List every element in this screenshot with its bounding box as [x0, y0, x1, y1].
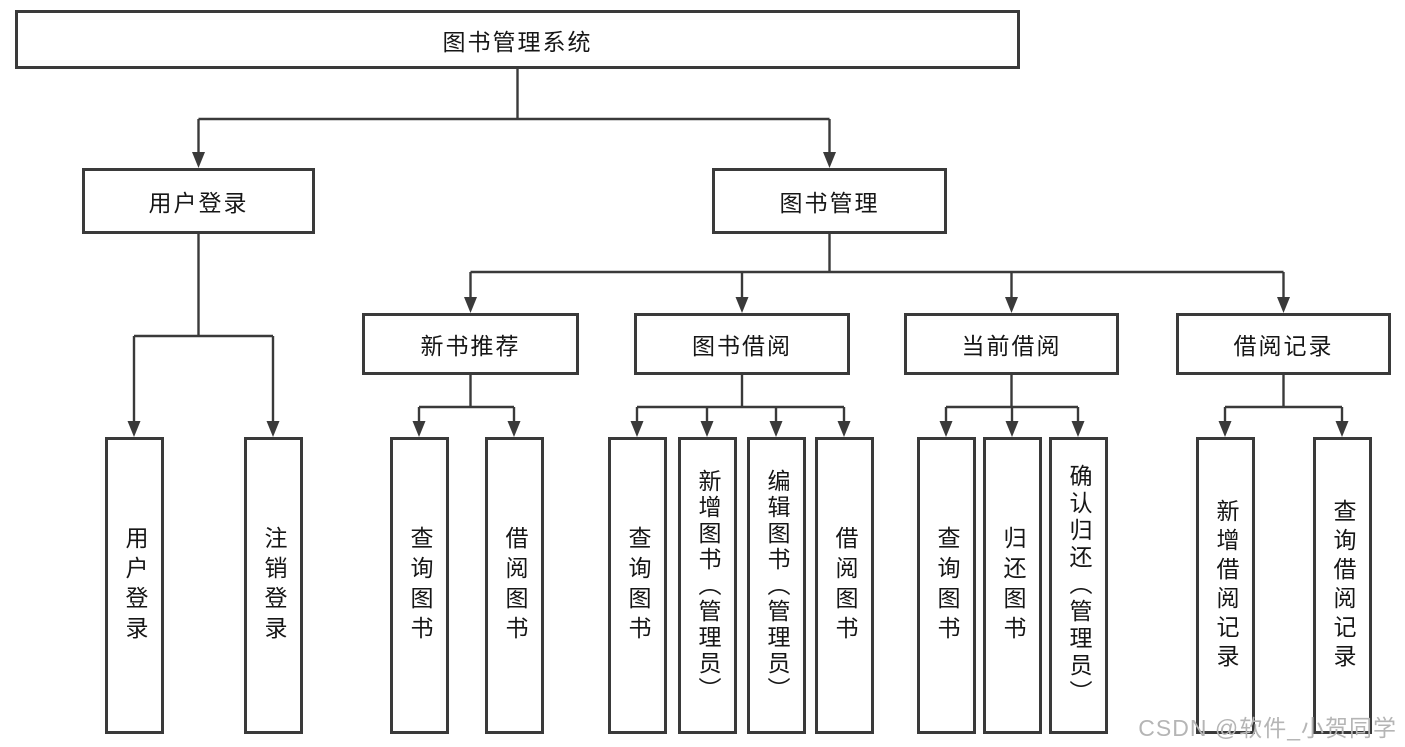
leaf-query-books-current-label: 查询图书	[934, 525, 960, 646]
node-system-root: 图书管理系统	[15, 10, 1020, 69]
node-book-borrow-label: 图书借阅	[692, 333, 792, 359]
leaf-user-login: 用户登录	[105, 437, 164, 734]
leaf-confirm-return-admin: 确认归还（管理员）	[1049, 437, 1108, 734]
leaf-query-books-borrow: 查询图书	[608, 437, 667, 734]
node-new-book-recommend-label: 新书推荐	[420, 333, 521, 359]
leaf-borrow-books-recommend: 借阅图书	[485, 437, 544, 734]
node-current-borrow-label: 当前借阅	[961, 333, 1062, 359]
leaf-query-books-borrow-label: 查询图书	[625, 525, 651, 646]
leaf-logout-label: 注销登录	[261, 525, 287, 646]
node-book-borrow: 图书借阅	[634, 313, 850, 375]
leaf-query-books-recommend-label: 查询图书	[407, 525, 433, 646]
node-new-book-recommend: 新书推荐	[362, 313, 579, 375]
leaf-query-books-current: 查询图书	[917, 437, 976, 734]
leaf-logout: 注销登录	[244, 437, 303, 734]
leaf-confirm-return-admin-label: 确认归还（管理员）	[1066, 464, 1092, 707]
leaf-add-borrow-record-label: 新增借阅记录	[1213, 498, 1239, 673]
leaf-edit-book-admin: 编辑图书（管理员）	[747, 437, 806, 734]
leaf-query-borrow-record: 查询借阅记录	[1313, 437, 1372, 734]
leaf-borrow-book: 借阅图书	[815, 437, 874, 734]
leaf-add-book-admin: 新增图书（管理员）	[678, 437, 737, 734]
node-user-login: 用户登录	[82, 168, 315, 234]
leaf-add-book-admin-label: 新增图书（管理员）	[695, 468, 721, 703]
leaf-return-book-label: 归还图书	[1000, 525, 1026, 646]
node-borrow-records-label: 借阅记录	[1233, 333, 1334, 359]
leaf-borrow-book-label: 借阅图书	[832, 525, 858, 646]
node-book-management: 图书管理	[712, 168, 947, 234]
leaf-add-borrow-record: 新增借阅记录	[1196, 437, 1255, 734]
node-current-borrow: 当前借阅	[904, 313, 1119, 375]
leaf-return-book: 归还图书	[983, 437, 1042, 734]
csdn-watermark: CSDN @软件_小贺同学	[1138, 715, 1397, 741]
leaf-edit-book-admin-label: 编辑图书（管理员）	[764, 468, 790, 703]
leaf-borrow-books-recommend-label: 借阅图书	[502, 525, 528, 646]
leaf-query-books-recommend: 查询图书	[390, 437, 449, 734]
node-system-root-label: 图书管理系统	[442, 28, 593, 55]
leaf-query-borrow-record-label: 查询借阅记录	[1330, 498, 1356, 673]
leaf-user-login-label: 用户登录	[122, 525, 148, 646]
node-book-management-label: 图书管理	[779, 190, 880, 216]
node-user-login-label: 用户登录	[148, 190, 249, 216]
node-borrow-records: 借阅记录	[1176, 313, 1391, 375]
